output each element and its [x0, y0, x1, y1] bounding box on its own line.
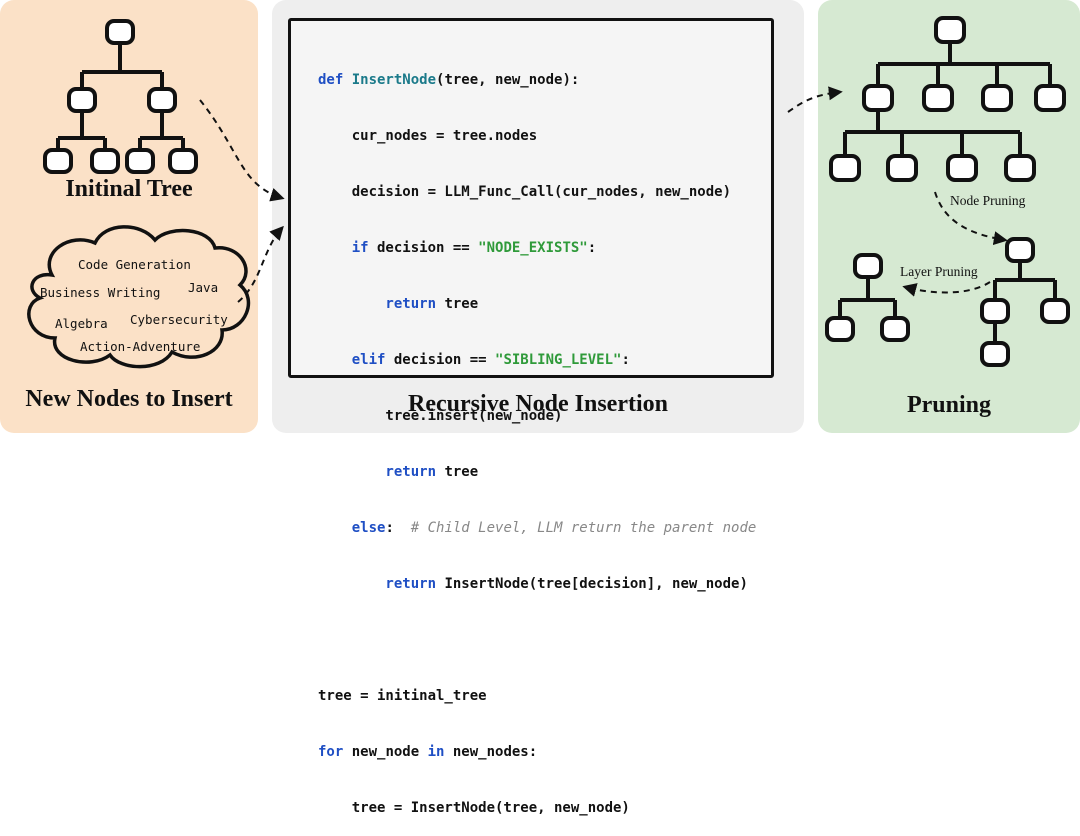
tree-node — [1040, 298, 1070, 324]
cloud-word: Algebra — [55, 316, 108, 331]
tree-node — [1034, 84, 1066, 112]
code-line — [318, 628, 756, 652]
code-line: for new_node in new_nodes: — [318, 744, 538, 760]
pruned-trees — [825, 237, 1070, 367]
code-line: if decision == "NODE_EXISTS": — [318, 240, 597, 256]
code-line: def InsertNode(tree, new_node): — [318, 72, 580, 88]
code-line: tree.insert(new_node) — [318, 408, 563, 424]
arrow-cloud-to-code — [237, 225, 284, 303]
tree-node — [67, 87, 97, 113]
tree-node — [825, 316, 855, 342]
tree-node — [862, 84, 894, 112]
tree-node — [981, 84, 1013, 112]
initial-tree — [43, 19, 198, 174]
tree-node — [125, 148, 155, 174]
code-line: elif decision == "SIBLING_LEVEL": — [318, 352, 630, 368]
initial-tree-title: Initinal Tree — [65, 176, 193, 202]
pruning-title: Pruning — [906, 392, 992, 418]
tree-node — [43, 148, 73, 174]
code-line: tree = initinal_tree — [318, 688, 487, 704]
expanded-tree — [829, 16, 1066, 182]
tree-node — [105, 19, 135, 45]
code-line: return tree — [318, 464, 479, 480]
node-pruning-label: Node Pruning — [950, 193, 1026, 208]
tree-node — [880, 316, 910, 342]
diagram-graphics — [27, 16, 1070, 369]
arrow-node-pruning — [934, 191, 1008, 246]
pruning-panel — [818, 0, 1080, 433]
tree-node — [934, 16, 966, 44]
arrow-code-to-tree — [787, 86, 843, 113]
layer-pruning-label: Layer Pruning — [900, 264, 978, 279]
code-line: cur_nodes = tree.nodes — [318, 128, 538, 144]
tree-node — [922, 84, 954, 112]
tree-node — [886, 154, 918, 182]
new-nodes-cloud — [27, 225, 251, 369]
tree-node — [946, 154, 978, 182]
insertion-title: Recursive Node Insertion — [408, 391, 668, 417]
cloud-word: Cybersecurity — [130, 312, 228, 327]
tree-node — [829, 154, 861, 182]
tree-node — [1005, 237, 1035, 263]
tree-node — [980, 298, 1010, 324]
code-line: else: # Child Level, LLM return the pare… — [318, 520, 757, 536]
cloud-word: Business Writing — [40, 285, 161, 300]
code-line: tree = InsertNode(tree, new_node) — [318, 800, 630, 816]
cloud-word: Code Generation — [78, 257, 191, 272]
code-line: decision = LLM_Func_Call(cur_nodes, new_… — [318, 184, 732, 200]
code-frame — [288, 18, 774, 378]
tree-node — [147, 87, 177, 113]
arrow-layer-pruning — [902, 281, 991, 297]
tree-node — [853, 253, 883, 279]
tree-node — [168, 148, 198, 174]
code-line: return InsertNode(tree[decision], new_no… — [318, 576, 748, 592]
tree-node — [980, 341, 1010, 367]
insert-node-code: def InsertNode(tree, new_node): cur_node… — [318, 36, 756, 836]
cloud-word: Action-Adventure — [80, 339, 201, 354]
new-nodes-title: New Nodes to Insert — [25, 386, 233, 412]
code-line: return tree — [318, 296, 479, 312]
tree-node — [1004, 154, 1036, 182]
tree-node — [90, 148, 120, 174]
cloud-word: Java — [188, 280, 219, 295]
